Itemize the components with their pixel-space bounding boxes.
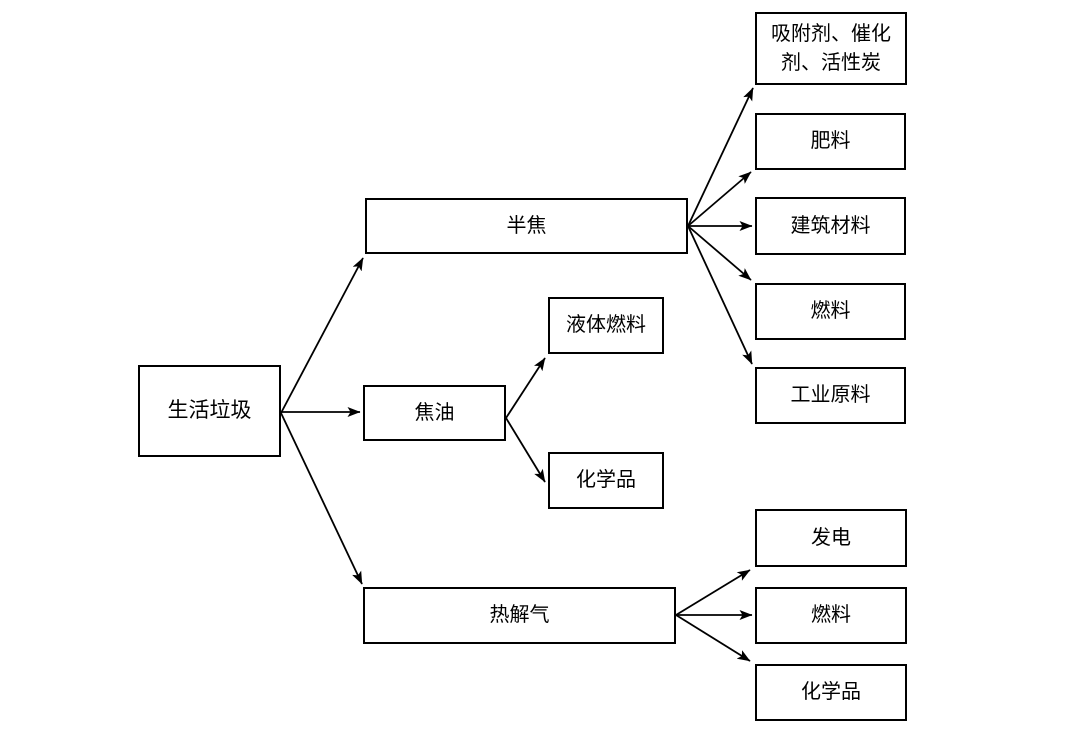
edge-pyrogas-power — [675, 569, 751, 616]
node-chemicals-from-gas-label: 化学品 — [801, 681, 861, 703]
edge-semicoke-adsorbent — [687, 87, 754, 227]
edge-tar-chemicals — [505, 417, 546, 483]
node-power-generation: 发电 — [755, 509, 907, 567]
node-liquid-fuel: 液体燃料 — [548, 297, 664, 354]
node-tar-label: 焦油 — [414, 401, 455, 424]
node-semi-coke-label: 半焦 — [506, 214, 547, 237]
node-industrial-raw-material: 工业原料 — [755, 367, 906, 424]
node-fuel-from-semi-coke-label: 燃料 — [810, 300, 851, 322]
node-household-waste: 生活垃圾 — [138, 365, 281, 457]
edge-root-pyrogas — [280, 412, 363, 585]
edge-pyrogas-chemicals — [675, 614, 751, 662]
node-adsorbent-label: 吸附剂、催化剂、活性炭 — [771, 22, 891, 74]
node-industrial-raw-material-label: 工业原料 — [790, 384, 871, 406]
node-fertilizer-label: 肥料 — [810, 130, 851, 152]
node-fuel-from-gas-label: 燃料 — [811, 604, 851, 626]
edge-semicoke-fertilizer — [687, 171, 752, 227]
node-household-waste-label: 生活垃圾 — [167, 398, 252, 422]
node-pyrolysis-gas: 热解气 — [363, 587, 676, 644]
node-semi-coke: 半焦 — [365, 198, 688, 254]
node-adsorbent-catalyst-activated-carbon: 吸附剂、催化剂、活性炭 — [755, 12, 907, 85]
edge-tar-liquidfuel — [505, 357, 546, 419]
edge-semicoke-industrial — [687, 225, 753, 365]
node-liquid-fuel-label: 液体燃料 — [566, 314, 646, 336]
node-chemicals-from-tar: 化学品 — [548, 452, 664, 509]
node-power-generation-label: 发电 — [811, 526, 851, 549]
node-pyrolysis-gas-label: 热解气 — [489, 604, 550, 626]
node-building-material-label: 建筑材料 — [790, 214, 871, 237]
node-tar: 焦油 — [363, 385, 506, 441]
edge-semicoke-fuel — [687, 225, 752, 281]
node-chemicals-from-tar-label: 化学品 — [576, 469, 636, 491]
edge-root-semicoke — [280, 257, 364, 414]
node-chemicals-from-gas: 化学品 — [755, 664, 907, 721]
node-fuel-from-gas: 燃料 — [755, 587, 907, 644]
node-fuel-from-semi-coke: 燃料 — [755, 283, 906, 340]
node-fertilizer: 肥料 — [755, 113, 906, 170]
node-building-material: 建筑材料 — [755, 197, 906, 255]
